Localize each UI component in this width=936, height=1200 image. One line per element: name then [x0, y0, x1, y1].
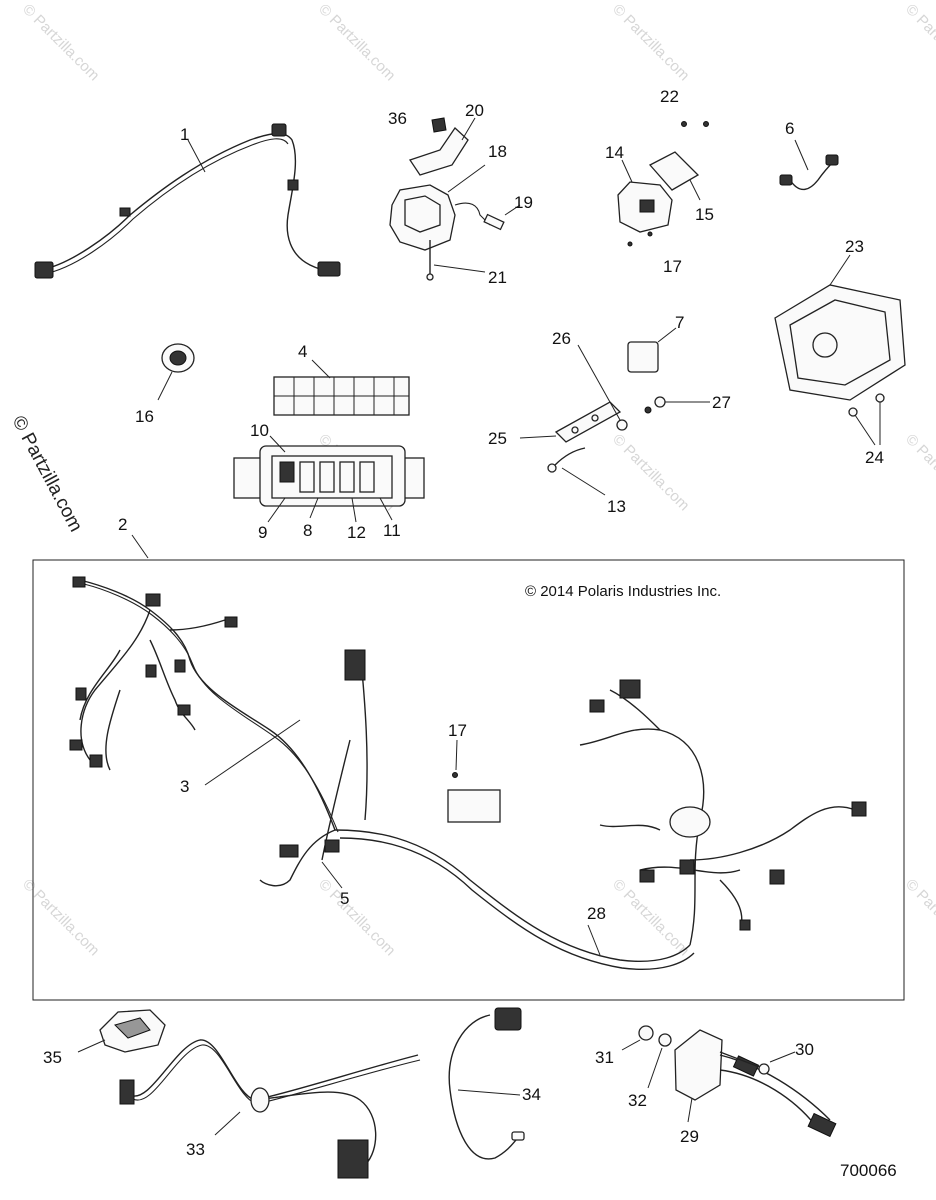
part-7-relay[interactable] — [627, 327, 677, 373]
callout-26: 26 — [552, 329, 571, 348]
callout-33: 33 — [186, 1140, 205, 1159]
callout-4: 4 — [298, 342, 307, 361]
part-26-nut[interactable] — [577, 344, 628, 431]
callout-17: 17 — [448, 721, 467, 740]
callout-10: 10 — [250, 421, 269, 440]
part-22-fastener[interactable] — [703, 121, 709, 127]
callout-28: 28 — [587, 904, 606, 923]
diagram-id: 700066 — [840, 1161, 897, 1180]
callout-8: 8 — [303, 521, 312, 540]
callout-32: 32 — [628, 1091, 647, 1110]
part-36-clip[interactable] — [431, 117, 447, 133]
part-1-harness[interactable] — [34, 123, 341, 279]
watermark-dark: © Partzilla.com — [8, 412, 87, 535]
callout-25: 25 — [488, 429, 507, 448]
part-30-bolt[interactable] — [719, 1051, 796, 1075]
part-14-module[interactable] — [617, 159, 673, 233]
part-29-module[interactable] — [674, 1029, 837, 1138]
callout-22: 22 — [660, 87, 679, 106]
callout-34: 34 — [522, 1085, 541, 1104]
copyright-text: © 2014 Polaris Industries Inc. — [525, 583, 721, 600]
callout-31: 31 — [595, 1048, 614, 1067]
part-4-label[interactable] — [273, 359, 410, 416]
watermark: © Partzilla.com — [19, 876, 102, 959]
callout-3: 3 — [180, 777, 189, 796]
watermark: © Partzilla.com — [315, 1, 398, 84]
callout-30: 30 — [795, 1040, 814, 1059]
part-20-bracket[interactable] — [408, 117, 476, 176]
callout-7: 7 — [675, 313, 684, 332]
callout-19: 19 — [514, 193, 533, 212]
callout-13: 13 — [607, 497, 626, 516]
watermark: © Partzilla.com — [609, 876, 692, 959]
part-17-screw[interactable] — [647, 231, 653, 237]
callout-12: 12 — [347, 523, 366, 542]
part-17-screw[interactable] — [627, 241, 633, 247]
part-6-harness[interactable] — [779, 139, 839, 191]
part-23-ecu[interactable] — [774, 254, 906, 401]
callout-18: 18 — [488, 142, 507, 161]
callout-35: 35 — [43, 1048, 62, 1067]
part-31-nut[interactable] — [621, 1025, 654, 1051]
callout-5: 5 — [340, 889, 349, 908]
part-3-main-harness[interactable] — [69, 576, 867, 970]
part-27-fasteners[interactable] — [644, 396, 710, 414]
part-25-bracket[interactable] — [519, 401, 622, 443]
watermark: © Partzilla.com — [902, 431, 936, 514]
callout-9: 9 — [258, 523, 267, 542]
callout-36: 36 — [388, 109, 407, 128]
callout-23: 23 — [845, 237, 864, 256]
part-24-screws[interactable] — [848, 393, 885, 446]
part-21-bolt[interactable] — [426, 240, 486, 281]
watermark: © Partzilla.com — [902, 1, 936, 84]
watermark: © Partzilla.com — [315, 876, 398, 959]
watermark: © Partzilla.com — [19, 1, 102, 84]
part-13-lead[interactable] — [547, 447, 606, 496]
watermark: © Partzilla.com — [609, 1, 692, 84]
callout-27: 27 — [712, 393, 731, 412]
callout-16: 16 — [135, 407, 154, 426]
part-22-fastener[interactable] — [681, 121, 687, 127]
callout-21: 21 — [488, 268, 507, 287]
part-18-relay[interactable] — [389, 164, 486, 251]
callout-14: 14 — [605, 143, 624, 162]
part-10-fuse-box[interactable] — [233, 435, 425, 507]
watermark: © Partzilla.com — [902, 876, 936, 959]
callout-6: 6 — [785, 119, 794, 138]
part-34-sensor[interactable] — [448, 1007, 525, 1160]
callout-20: 20 — [465, 101, 484, 120]
part-16-grommet[interactable] — [157, 343, 195, 401]
part-33-harness[interactable] — [119, 1039, 421, 1179]
callout-24: 24 — [865, 448, 884, 467]
callout-2: 2 — [118, 515, 127, 534]
callout-15: 15 — [695, 205, 714, 224]
callout-1: 1 — [180, 125, 189, 144]
part-35-cover[interactable] — [77, 1009, 166, 1053]
part-19-sensor[interactable] — [454, 202, 521, 231]
part-15-cover[interactable] — [648, 151, 701, 201]
callout-11: 11 — [383, 521, 401, 540]
callout-29: 29 — [680, 1127, 699, 1146]
part-32-washer[interactable] — [647, 1033, 672, 1089]
callout-17: 17 — [663, 257, 682, 276]
main-harness-frame — [32, 559, 905, 1001]
